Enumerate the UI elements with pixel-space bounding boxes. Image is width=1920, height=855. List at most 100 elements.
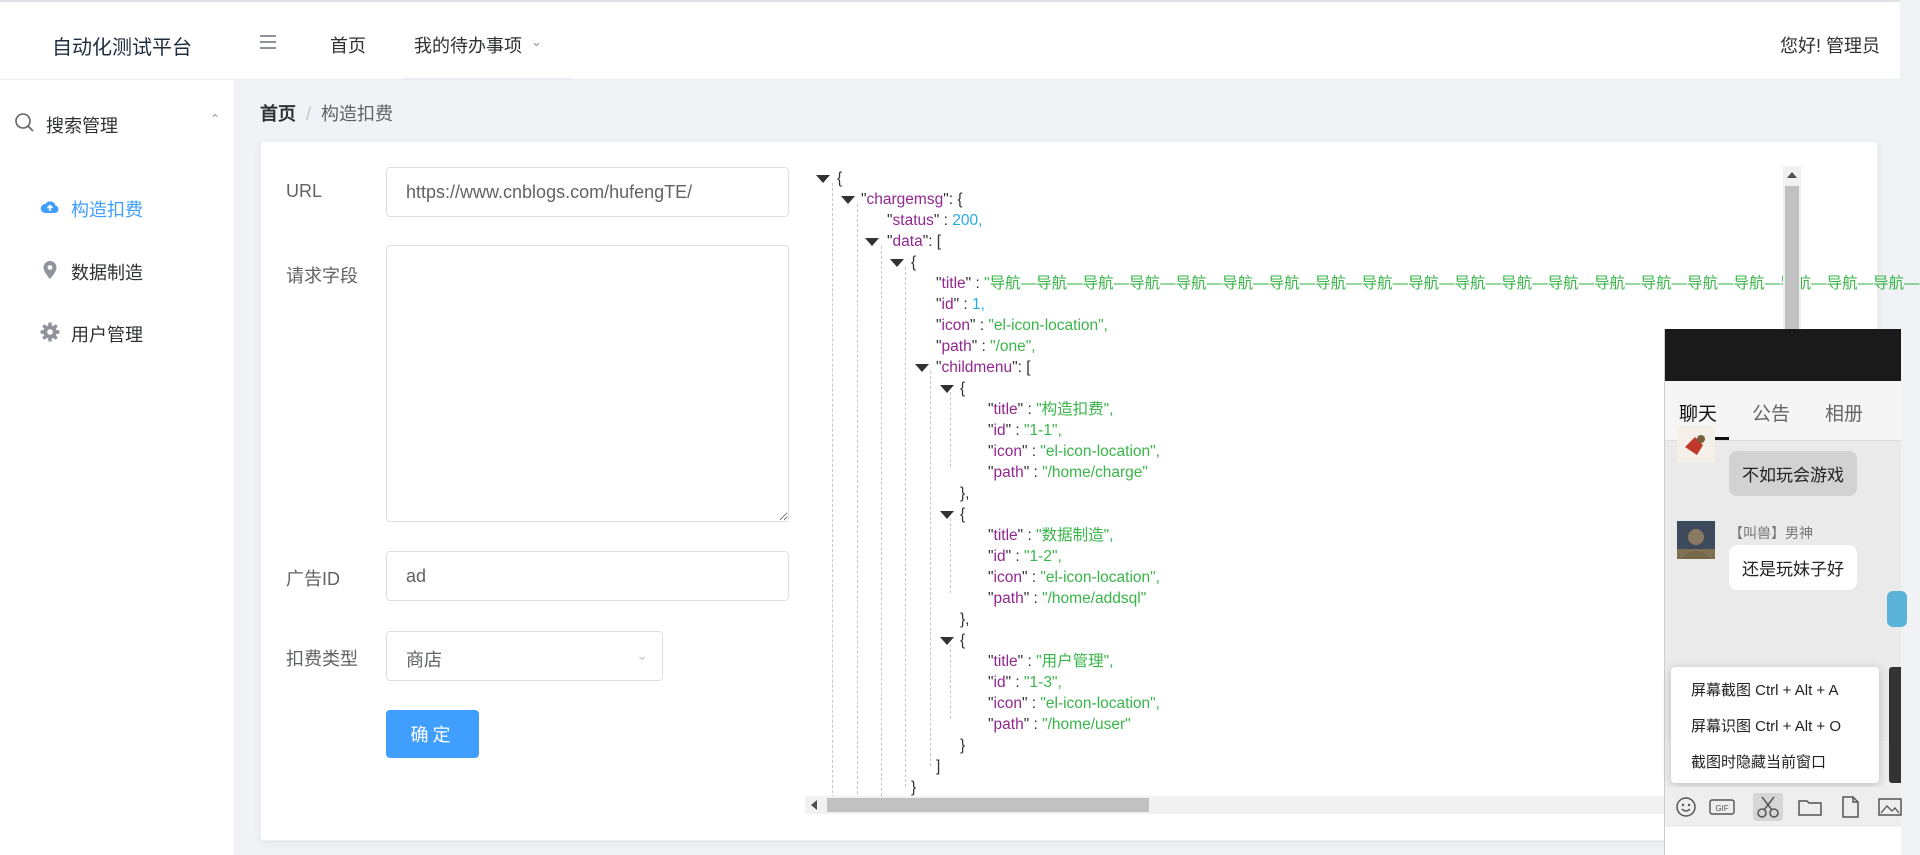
sidebar-item-data[interactable]: 数据制造: [0, 245, 234, 295]
collapse-toggle-icon[interactable]: [890, 259, 904, 267]
collapse-toggle-icon[interactable]: [915, 364, 929, 372]
json-horizontal-scrollbar[interactable]: [805, 796, 1801, 814]
tab-announcement[interactable]: 公告: [1752, 404, 1791, 425]
json-line: "icon" : "el-icon-location",: [988, 695, 1160, 712]
chat-window: 聊天 公告 相册 不如玩会游戏 【叫兽】男神 还是玩妹子好 屏幕截图 Ctrl …: [1664, 329, 1907, 855]
json-line: "icon" : "el-icon-location",: [988, 569, 1160, 586]
collapse-toggle-icon[interactable]: [816, 175, 830, 183]
sidebar-item-label: 数据制造: [71, 263, 143, 283]
scroll-up-arrow-icon[interactable]: [1787, 172, 1797, 178]
submit-button[interactable]: 确定: [386, 710, 479, 758]
json-line: ]: [936, 758, 941, 775]
nav-home[interactable]: 首页: [330, 36, 366, 56]
image-icon[interactable]: [1875, 793, 1905, 821]
sidebar-group-label: 搜索管理: [46, 116, 118, 136]
json-line: "id" : "1-3",: [988, 674, 1062, 691]
breadcrumb-separator: /: [306, 104, 312, 124]
json-line: "status" : 200,: [887, 212, 983, 229]
menu-toggle-icon[interactable]: [258, 33, 278, 49]
sidebar-item-label: 用户管理: [71, 325, 143, 345]
json-line: "title" : "用户管理",: [988, 653, 1114, 670]
chat-message-bubble: 不如玩会游戏: [1729, 451, 1857, 496]
url-input[interactable]: [386, 167, 789, 217]
menu-item-screen-recognize[interactable]: 屏幕识图 Ctrl + Alt + O: [1691, 718, 1842, 735]
chevron-down-icon: ⌄: [636, 647, 648, 663]
chevron-down-icon[interactable]: ⌄: [531, 34, 542, 49]
menu-item-hide-window[interactable]: 截图时隐藏当前窗口: [1691, 754, 1827, 771]
json-line: {: [960, 506, 966, 523]
json-line: "path" : "/one",: [936, 338, 1036, 355]
json-line: {: [911, 254, 917, 271]
charge-type-select[interactable]: 商店 ⌄: [386, 631, 663, 681]
json-line: },: [960, 485, 970, 502]
json-line: "title" : "导航—导航—导航—导航—导航—导航—导航—导航—导航—导航…: [936, 275, 1920, 292]
chat-toolbar: GIF: [1665, 787, 1902, 827]
upload-cloud-icon: [40, 201, 59, 213]
tab-album[interactable]: 相册: [1825, 404, 1864, 425]
collapse-toggle-icon[interactable]: [841, 196, 855, 204]
scrollbar-thumb[interactable]: [827, 798, 1149, 812]
breadcrumb-home[interactable]: 首页: [260, 104, 296, 124]
json-line: }: [911, 779, 917, 796]
json-line: "id" : 1,: [936, 296, 985, 313]
json-line: "id" : "1-1",: [988, 422, 1062, 439]
svg-text:GIF: GIF: [1715, 804, 1728, 813]
json-line: }: [960, 737, 966, 754]
scroll-left-arrow-icon[interactable]: [811, 800, 817, 810]
sidebar-group-search[interactable]: 搜索管理 ⌃: [14, 104, 220, 140]
charge-type-label: 扣费类型: [286, 649, 358, 669]
sidebar-item-label: 构造扣费: [71, 200, 143, 220]
gif-icon[interactable]: GIF: [1707, 793, 1737, 821]
avatar: [1677, 521, 1715, 559]
menu-item-screenshot[interactable]: 屏幕截图 Ctrl + Alt + A: [1691, 682, 1839, 699]
json-line: "path" : "/home/addsql": [988, 590, 1147, 607]
breadcrumb: 首页/构造扣费: [260, 100, 393, 126]
json-line: {: [960, 380, 966, 397]
ad-id-label: 广告ID: [286, 569, 340, 589]
json-guide-line: [950, 644, 951, 719]
tab-chat[interactable]: 聊天: [1679, 404, 1718, 425]
request-fields-textarea[interactable]: [386, 245, 789, 522]
file-icon[interactable]: [1835, 793, 1865, 821]
json-guide-line: [881, 246, 882, 806]
top-border: [0, 0, 1900, 2]
url-label: URL: [286, 181, 323, 201]
app-header: 自动化测试平台 首页 我的待办事项 ⌄ 您好! 管理员: [0, 2, 1900, 80]
collapse-toggle-icon[interactable]: [940, 385, 954, 393]
json-guide-line: [950, 518, 951, 593]
screenshot-context-menu: 屏幕截图 Ctrl + Alt + A 屏幕识图 Ctrl + Alt + O …: [1671, 667, 1879, 783]
json-line: "id" : "1-2",: [988, 548, 1062, 565]
chat-message-bubble: 还是玩妹子好: [1729, 545, 1857, 590]
chat-titlebar: [1665, 329, 1901, 381]
json-viewer: { "chargemsg": { "status" : 200, "data":…: [805, 164, 1920, 806]
json-guide-line: [930, 371, 931, 766]
scissors-icon[interactable]: [1753, 793, 1783, 821]
request-fields-label: 请求字段: [286, 266, 358, 286]
folder-icon[interactable]: [1795, 793, 1825, 821]
side-panel-edge: [1889, 667, 1901, 783]
chat-input-area[interactable]: [1665, 827, 1901, 855]
json-guide-line: [950, 392, 951, 467]
nav-divider: [402, 78, 572, 80]
chevron-up-icon: ⌃: [209, 112, 220, 126]
charge-type-value: 商店: [406, 650, 442, 670]
sticker-image: [1887, 591, 1907, 627]
sidebar-item-users[interactable]: 用户管理: [0, 307, 234, 357]
json-line: "title" : "数据制造",: [988, 527, 1114, 544]
json-line: "icon" : "el-icon-location",: [988, 443, 1160, 460]
user-greeting[interactable]: 您好! 管理员: [1779, 36, 1880, 56]
collapse-toggle-icon[interactable]: [865, 238, 879, 246]
json-line: {: [960, 632, 966, 649]
collapse-toggle-icon[interactable]: [940, 637, 954, 645]
avatar: [1677, 425, 1715, 463]
ad-id-input[interactable]: [386, 551, 789, 601]
sidebar: 搜索管理 ⌃ 构造扣费 数据制造 用户管理: [0, 80, 234, 855]
json-guide-line: [857, 204, 858, 804]
json-line: "chargemsg": {: [861, 191, 963, 208]
smile-icon[interactable]: [1671, 793, 1701, 821]
location-pin-icon: [43, 261, 57, 279]
app-title: 自动化测试平台: [52, 37, 192, 59]
nav-todo-dropdown[interactable]: 我的待办事项: [414, 36, 522, 56]
collapse-toggle-icon[interactable]: [940, 511, 954, 519]
sidebar-item-charge[interactable]: 构造扣费: [0, 182, 234, 232]
